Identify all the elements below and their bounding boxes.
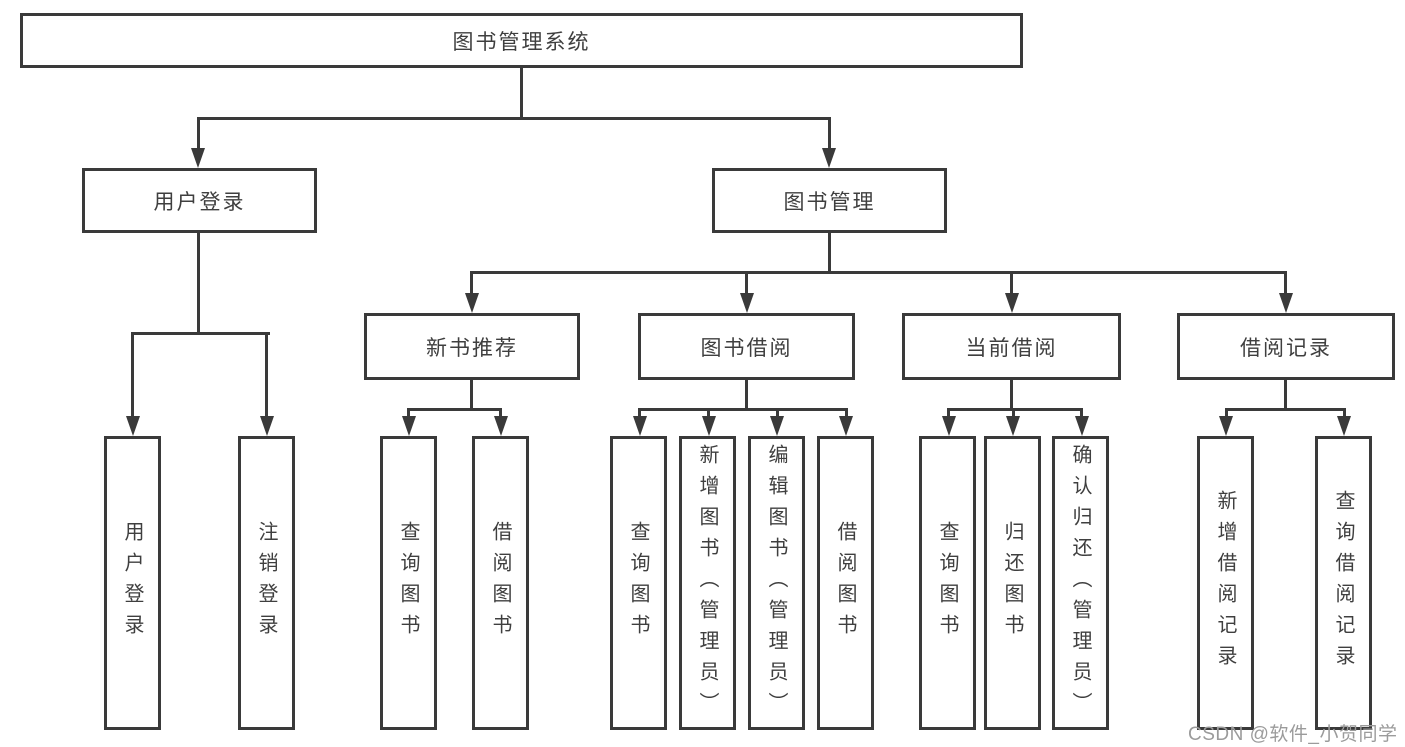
leaf-current-confirm-return-admin: 确认归还（管理员） bbox=[1052, 436, 1109, 730]
connector-line bbox=[1343, 408, 1346, 420]
connector-line bbox=[638, 408, 641, 420]
leaf-current-return-book: 归还图书 bbox=[984, 436, 1041, 730]
arrow-down-icon bbox=[702, 416, 716, 436]
leaf-user-login: 用户登录 bbox=[104, 436, 161, 730]
node-current-borrow: 当前借阅 bbox=[902, 313, 1121, 380]
connector-line bbox=[470, 271, 473, 297]
leaf-borrow-query-book: 查询图书 bbox=[610, 436, 667, 730]
connector-line bbox=[707, 408, 710, 420]
node-label: 归还图书 bbox=[1001, 521, 1023, 645]
node-label: 当前借阅 bbox=[965, 336, 1058, 360]
arrow-down-icon bbox=[1006, 416, 1020, 436]
arrow-down-icon bbox=[770, 416, 784, 436]
connector-line bbox=[197, 117, 831, 120]
node-label: 图书借阅 bbox=[700, 336, 793, 360]
leaf-borrow-edit-book-admin: 编辑图书（管理员） bbox=[748, 436, 805, 730]
node-user-login: 用户登录 bbox=[82, 168, 317, 233]
arrow-down-icon bbox=[942, 416, 956, 436]
node-label: 新增图书（管理员） bbox=[696, 443, 718, 723]
arrow-down-icon bbox=[402, 416, 416, 436]
connector-line bbox=[265, 332, 268, 418]
node-label: 编辑图书（管理员） bbox=[765, 443, 787, 723]
node-borrow-records: 借阅记录 bbox=[1177, 313, 1395, 380]
connector-line bbox=[470, 380, 473, 410]
leaf-borrow-borrow-book: 借阅图书 bbox=[817, 436, 874, 730]
connector-line bbox=[1080, 408, 1083, 420]
connector-line bbox=[947, 408, 1083, 411]
connector-line bbox=[131, 332, 134, 418]
node-library-management-system: 图书管理系统 bbox=[20, 13, 1023, 68]
arrow-down-icon bbox=[126, 416, 140, 436]
connector-line bbox=[471, 271, 1286, 274]
node-new-book-recommend: 新书推荐 bbox=[364, 313, 580, 380]
node-book-management: 图书管理 bbox=[712, 168, 947, 233]
node-label: 借阅图书 bbox=[834, 521, 856, 645]
connector-line bbox=[407, 408, 502, 411]
leaf-borrow-add-book-admin: 新增图书（管理员） bbox=[679, 436, 736, 730]
connector-line bbox=[499, 408, 502, 420]
arrow-down-icon bbox=[839, 416, 853, 436]
node-label: 确认归还（管理员） bbox=[1069, 443, 1091, 723]
node-label: 用户登录 bbox=[153, 190, 246, 214]
connector-line bbox=[520, 68, 523, 118]
leaf-current-query-book: 查询图书 bbox=[919, 436, 976, 730]
arrow-down-icon bbox=[633, 416, 647, 436]
leaf-newbooks-borrow-book: 借阅图书 bbox=[472, 436, 529, 730]
leaf-records-add-record: 新增借阅记录 bbox=[1197, 436, 1254, 730]
arrow-down-icon bbox=[1005, 293, 1019, 313]
connector-line bbox=[745, 380, 748, 410]
connector-line bbox=[1284, 271, 1287, 297]
node-label: 查询图书 bbox=[397, 521, 419, 645]
connector-line bbox=[638, 408, 848, 411]
arrow-down-icon bbox=[465, 293, 479, 313]
connector-line bbox=[1225, 408, 1346, 411]
connector-line bbox=[131, 332, 270, 335]
connector-line bbox=[947, 408, 950, 420]
leaf-newbooks-query-book: 查询图书 bbox=[380, 436, 437, 730]
arrow-down-icon bbox=[1279, 293, 1293, 313]
node-label: 查询借阅记录 bbox=[1332, 490, 1354, 676]
arrow-down-icon bbox=[260, 416, 274, 436]
connector-line bbox=[845, 408, 848, 420]
node-label: 新书推荐 bbox=[426, 336, 518, 360]
node-label: 用户登录 bbox=[121, 521, 143, 645]
node-label: 新增借阅记录 bbox=[1214, 490, 1236, 676]
connector-line bbox=[828, 233, 831, 274]
connector-line bbox=[1284, 380, 1287, 410]
node-label: 图书管理 bbox=[783, 190, 876, 214]
node-label: 注销登录 bbox=[255, 521, 277, 645]
connector-line bbox=[197, 117, 200, 150]
arrow-down-icon bbox=[1075, 416, 1089, 436]
leaf-records-query-record: 查询借阅记录 bbox=[1315, 436, 1372, 730]
node-label: 借阅图书 bbox=[489, 521, 511, 645]
connector-line bbox=[1010, 380, 1013, 410]
node-label: 查询图书 bbox=[936, 521, 958, 645]
arrow-down-icon bbox=[1219, 416, 1233, 436]
connector-line bbox=[1012, 408, 1015, 420]
connector-line bbox=[1225, 408, 1228, 420]
connector-line bbox=[197, 233, 200, 334]
node-label: 查询图书 bbox=[627, 521, 649, 645]
arrow-down-icon bbox=[494, 416, 508, 436]
leaf-logout: 注销登录 bbox=[238, 436, 295, 730]
arrow-down-icon bbox=[1337, 416, 1351, 436]
connector-line bbox=[776, 408, 779, 420]
connector-line bbox=[828, 117, 831, 150]
node-book-borrow: 图书借阅 bbox=[638, 313, 855, 380]
arrow-down-icon bbox=[740, 293, 754, 313]
connector-line bbox=[407, 408, 410, 420]
arrow-down-icon bbox=[822, 148, 836, 168]
arrow-down-icon bbox=[191, 148, 205, 168]
connector-line bbox=[1010, 271, 1013, 297]
node-label: 图书管理系统 bbox=[452, 30, 591, 54]
connector-line bbox=[745, 271, 748, 297]
watermark-csdn: CSDN @软件_小贺同学 bbox=[1188, 724, 1398, 745]
node-label: 借阅记录 bbox=[1240, 336, 1332, 360]
